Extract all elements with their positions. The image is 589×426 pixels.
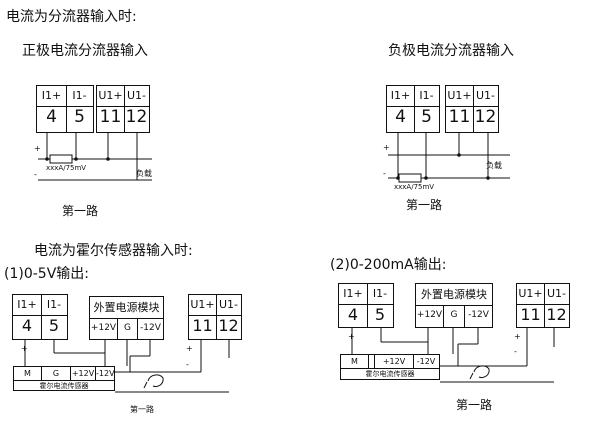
terminal-u-minus-label: U1- xyxy=(473,86,498,107)
plus-sign: + xyxy=(34,144,41,153)
minus-sign: - xyxy=(34,170,37,179)
terminal-i-minus-label: I1- xyxy=(414,86,439,107)
power-module-g: G xyxy=(444,306,465,327)
terminal-u-plus-label: U1+ xyxy=(446,86,474,107)
terminal-i-plus-label: I1+ xyxy=(387,86,415,107)
terminal-i-minus-label: I1- xyxy=(367,284,393,305)
hall-sensor-minus12v: -12V xyxy=(96,369,115,378)
wiring-hall-5v xyxy=(24,340,230,393)
terminal-block-voltage: U1+ U1- 11 12 xyxy=(445,85,499,133)
first-route-label: 第一路 xyxy=(130,405,154,414)
terminal-12: 12 xyxy=(218,316,239,335)
terminal-i-plus-label: I1+ xyxy=(37,86,67,107)
hall-sensor-plus12v: +12V xyxy=(374,355,414,368)
terminal-5: 5 xyxy=(421,107,432,127)
first-route-label: 第一路 xyxy=(62,204,99,218)
hall-sensor-g-blank xyxy=(369,355,373,368)
terminal-u-minus-label: U1- xyxy=(124,86,149,107)
heading-hall-input: 电流为霍尔传感器输入时: xyxy=(34,243,193,259)
terminal-u-plus-label: U1+ xyxy=(189,295,217,316)
heading-negative-shunt: 负极电流分流器输入 xyxy=(388,43,514,59)
hall-sensor-name: 霍尔电流传感器 xyxy=(341,368,439,379)
hall-sensor: M +12V -12V 霍尔电流传感器 xyxy=(340,354,440,380)
terminal-i-plus-label: I1+ xyxy=(13,295,42,316)
hall-sensor-m: M xyxy=(14,367,42,380)
first-route-label: 第一路 xyxy=(456,398,493,412)
plus-sign: + xyxy=(514,332,521,341)
power-module-title: 外置电源模块 xyxy=(90,297,163,319)
minus-sign: - xyxy=(514,347,517,356)
minus-sign: - xyxy=(383,169,386,178)
terminal-block-voltage: U1+ U1- 11 12 xyxy=(96,85,150,133)
terminal-4: 4 xyxy=(37,106,67,132)
terminal-11: 11 xyxy=(189,315,217,339)
hall-sensor: M G +12V -12V 霍尔电流传感器 xyxy=(13,366,115,391)
heading-shunt-input: 电流为分流器输入时: xyxy=(6,9,137,25)
terminal-u-minus-label: U1- xyxy=(216,295,241,316)
power-module: 外置电源模块 +12V G -12V xyxy=(89,296,164,340)
terminal-5: 5 xyxy=(74,107,85,127)
terminal-block-input: I1+ I1- 4 5 xyxy=(338,283,394,328)
power-module: 外置电源模块 +12V G -12V xyxy=(415,283,493,328)
terminal-u-plus-label: U1+ xyxy=(97,86,125,107)
terminal-5: 5 xyxy=(374,305,386,324)
load-label: 负载 xyxy=(136,169,152,178)
hall-sensor-m: M xyxy=(341,355,369,368)
power-module-plus12v: +12V xyxy=(90,319,118,339)
terminal-i-minus-label: I1- xyxy=(66,86,93,107)
terminal-11: 11 xyxy=(517,304,545,327)
heading-positive-shunt: 正极电流分流器输入 xyxy=(22,43,148,59)
terminal-u-minus-label: U1- xyxy=(544,284,569,305)
first-route-label: 第一路 xyxy=(406,198,443,212)
terminal-block-input: I1+ I1- 4 5 xyxy=(386,85,440,133)
power-module-plus12v: +12V xyxy=(416,306,444,327)
power-module-minus12v: -12V xyxy=(468,310,489,320)
hall-sensor-minus12v: -12V xyxy=(416,357,436,366)
terminal-11: 11 xyxy=(446,106,474,132)
load-label: 负载 xyxy=(486,161,502,170)
wiring-positive-shunt xyxy=(38,133,152,181)
terminal-12: 12 xyxy=(474,107,497,127)
terminal-4: 4 xyxy=(339,304,368,327)
wiring-negative-shunt xyxy=(388,133,510,183)
plus-sign: + xyxy=(383,143,390,152)
terminal-u-plus-label: U1+ xyxy=(517,284,545,305)
terminal-4: 4 xyxy=(387,106,415,132)
plus-sign: + xyxy=(21,344,28,353)
plus-sign: + xyxy=(348,332,355,341)
terminal-12: 12 xyxy=(125,107,148,127)
heading-hall-200ma: (2)0-200mA输出: xyxy=(330,257,447,273)
terminal-block-voltage: U1+ U1- 11 12 xyxy=(188,294,242,340)
terminal-5: 5 xyxy=(48,316,60,335)
power-module-g: G xyxy=(118,319,138,339)
hall-sensor-name: 霍尔电流传感器 xyxy=(14,380,114,390)
terminal-12: 12 xyxy=(546,305,567,324)
power-module-title: 外置电源模块 xyxy=(416,284,492,306)
shunt-label: xxxA/75mV xyxy=(394,183,435,191)
terminal-4: 4 xyxy=(13,315,42,339)
terminal-i-plus-label: I1+ xyxy=(339,284,368,305)
plus-sign: + xyxy=(186,344,193,353)
terminal-block-voltage: U1+ U1- 11 12 xyxy=(516,283,570,328)
terminal-block-input: I1+ I1- 4 5 xyxy=(36,85,94,133)
terminal-i-minus-label: I1- xyxy=(41,295,67,316)
hall-sensor-g: G xyxy=(42,367,71,380)
shunt-label: xxxA/75mV xyxy=(46,164,87,172)
heading-hall-5v: (1)0-5V输出: xyxy=(4,266,89,282)
minus-sign: - xyxy=(186,360,189,369)
power-module-minus12v: -12V xyxy=(140,323,161,333)
terminal-block-input: I1+ I1- 4 5 xyxy=(12,294,68,340)
hall-sensor-plus12v: +12V xyxy=(71,367,96,380)
terminal-11: 11 xyxy=(97,106,125,132)
